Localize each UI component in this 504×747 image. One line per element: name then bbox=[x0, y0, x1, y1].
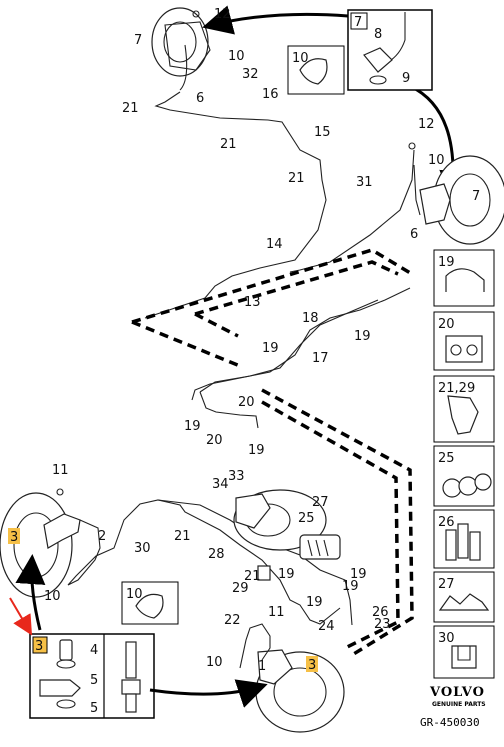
detail-part-5b: 5 bbox=[90, 701, 98, 716]
brand-logo: VOLVO bbox=[429, 685, 485, 700]
rear-right-brake bbox=[233, 489, 341, 560]
front-brake-line-left bbox=[144, 91, 327, 319]
top-inset-box-label: 7 bbox=[354, 15, 362, 30]
label-21: 21 bbox=[122, 101, 139, 116]
label-28: 28 bbox=[208, 547, 225, 562]
label-19: 19 bbox=[278, 567, 295, 582]
label-13: 13 bbox=[244, 295, 261, 310]
top-inset-box bbox=[347, 9, 433, 91]
front-line-lower bbox=[191, 287, 411, 401]
side-label-21-29: 21,29 bbox=[438, 381, 475, 396]
detail-inset-box-label: 3 bbox=[35, 639, 43, 654]
side-label-26: 26 bbox=[438, 515, 455, 530]
dashed-frame-1 bbox=[131, 248, 413, 324]
label-32: 32 bbox=[242, 67, 259, 82]
flow-arrow-left bbox=[15, 554, 46, 631]
dashed-frame-5 bbox=[261, 388, 414, 657]
side-panel bbox=[433, 249, 495, 679]
label-6: 6 bbox=[410, 227, 418, 242]
label-20: 20 bbox=[206, 433, 223, 448]
brand-tagline: GENUINE PARTS bbox=[432, 701, 486, 708]
rear-right-caliper bbox=[239, 565, 345, 733]
red-pointer-arrow bbox=[9, 597, 33, 636]
label-19: 19 bbox=[262, 341, 279, 356]
side-label-19: 19 bbox=[438, 255, 455, 270]
label-6: 6 bbox=[196, 91, 204, 106]
label-34: 34 bbox=[212, 477, 229, 492]
label-1: 1 bbox=[258, 659, 266, 674]
label-19: 19 bbox=[354, 329, 371, 344]
dashed-frame-4 bbox=[194, 312, 239, 338]
top-inset-part-9: 9 bbox=[402, 71, 410, 86]
label-19: 19 bbox=[306, 595, 323, 610]
label-19: 19 bbox=[184, 419, 201, 434]
label-29: 29 bbox=[232, 581, 249, 596]
dashed-frame-3 bbox=[194, 260, 399, 316]
label-2: 2 bbox=[98, 529, 106, 544]
label-18: 18 bbox=[302, 311, 319, 326]
top-inset-part-8: 8 bbox=[374, 27, 382, 42]
label-19: 19 bbox=[342, 579, 359, 594]
flow-arrow-bottom bbox=[149, 679, 268, 708]
label-20: 20 bbox=[238, 395, 255, 410]
label-25: 25 bbox=[298, 511, 315, 526]
lower-clip-inset bbox=[121, 581, 179, 625]
label-7: 7 bbox=[472, 189, 480, 204]
detail-part-5a: 5 bbox=[90, 673, 98, 688]
label-12: 12 bbox=[214, 7, 231, 22]
label-12: 12 bbox=[418, 117, 435, 132]
detail-part-4: 4 bbox=[90, 643, 98, 658]
label-27: 27 bbox=[312, 495, 329, 510]
highlight-3-right bbox=[306, 656, 318, 672]
label-11: 11 bbox=[268, 605, 285, 620]
label-22: 22 bbox=[224, 613, 241, 628]
label-21: 21 bbox=[220, 137, 237, 152]
figure-code: GR-450030 bbox=[420, 716, 480, 729]
front-line-lower-2 bbox=[199, 299, 379, 393]
label-23: 23 bbox=[374, 617, 391, 632]
side-label-30: 30 bbox=[438, 631, 455, 646]
front-left-brake bbox=[151, 7, 211, 91]
label-10: 10 bbox=[228, 49, 245, 64]
label-19: 19 bbox=[350, 567, 367, 582]
label-14: 14 bbox=[266, 237, 283, 252]
front-brake-line-right bbox=[289, 149, 415, 273]
side-label-27: 27 bbox=[438, 577, 455, 592]
label-21: 21 bbox=[244, 569, 261, 584]
side-label-25: 25 bbox=[438, 451, 455, 466]
label-10: 10 bbox=[206, 655, 223, 670]
front-line-to-master bbox=[199, 391, 259, 429]
front-right-brake bbox=[408, 142, 504, 245]
top-clip-inset bbox=[287, 45, 345, 95]
label-15: 15 bbox=[314, 125, 331, 140]
dashed-frame-2 bbox=[131, 320, 241, 368]
label-26: 26 bbox=[372, 605, 389, 620]
lower-clip-label: 10 bbox=[126, 587, 143, 602]
label-33: 33 bbox=[228, 469, 245, 484]
label-24: 24 bbox=[318, 619, 335, 634]
label-7: 7 bbox=[134, 33, 142, 48]
top-clip-label: 10 bbox=[292, 51, 309, 66]
label-16: 16 bbox=[262, 87, 279, 102]
dashed-frame-6 bbox=[261, 400, 400, 650]
label-30: 30 bbox=[134, 541, 151, 556]
label-21: 21 bbox=[174, 529, 191, 544]
side-label-20: 20 bbox=[438, 317, 455, 332]
label-31: 31 bbox=[356, 175, 373, 190]
flow-arrow-top bbox=[202, 5, 349, 35]
label-11: 11 bbox=[52, 463, 69, 478]
label-17: 17 bbox=[312, 351, 329, 366]
label-10: 10 bbox=[428, 153, 445, 168]
detail-inset-box bbox=[29, 633, 155, 719]
highlight-3-left bbox=[8, 528, 20, 544]
label-10: 10 bbox=[44, 589, 61, 604]
highlight-3-left-label: 3 bbox=[10, 530, 18, 545]
highlight-3-right-label: 3 bbox=[308, 658, 316, 673]
label-19: 19 bbox=[248, 443, 265, 458]
label-21: 21 bbox=[288, 171, 305, 186]
